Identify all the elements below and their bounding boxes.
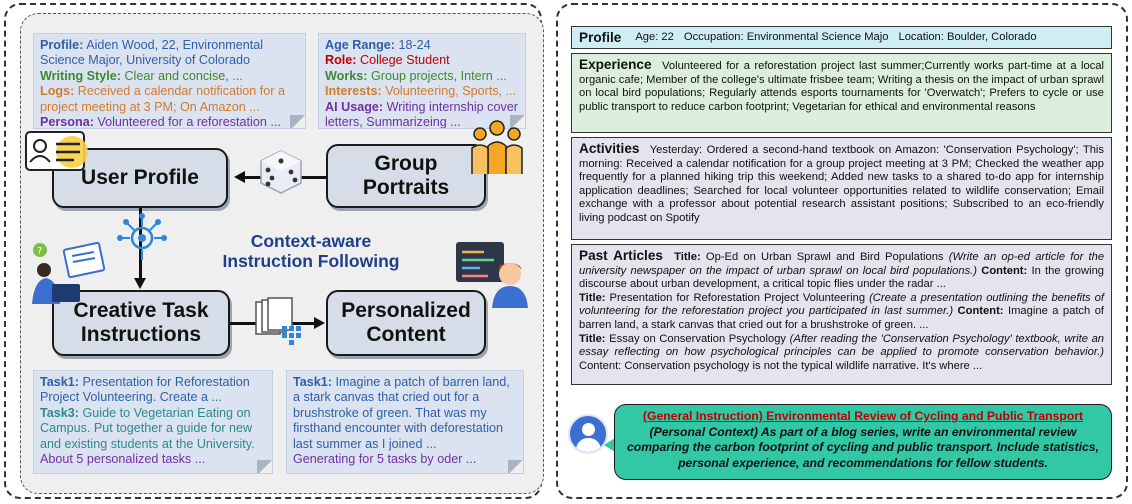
article-title: Essay on Conservation Psychology — [609, 332, 787, 345]
task3-label: Task3: — [40, 405, 79, 420]
experience-heading: Experience — [579, 57, 652, 72]
writing-style-text: Clear and concise, ... — [124, 68, 243, 83]
group-people-icon — [471, 120, 523, 174]
article-content: In the growing discourse about urban dev… — [579, 264, 1105, 291]
arrow-head — [314, 317, 325, 329]
article-title: Presentation for Reforestation Project V… — [609, 291, 866, 304]
creative-task-box: Creative Task Instructions — [52, 290, 230, 356]
experience-text: Volunteered for a reforestation project … — [579, 60, 1105, 113]
profile-note: Profile: Aiden Wood, 22, Environmental S… — [33, 33, 306, 129]
group-portraits-label: Group Portraits — [362, 152, 450, 199]
callout-tail — [604, 438, 615, 452]
article-content: Imagine a patch of barren land, a stark … — [579, 305, 1105, 331]
profile-location: Location: Boulder, Colorado — [898, 30, 1037, 43]
past-articles-section: Past Articles Title: Op-Ed on Urban Spra… — [571, 244, 1112, 385]
article-content: Content: Conservation psychology is not … — [579, 359, 983, 372]
user-profile-label: User Profile — [81, 166, 199, 189]
role-text: College Student — [359, 53, 450, 68]
svg-text:?: ? — [37, 246, 42, 257]
dice-icon — [260, 150, 302, 194]
age-range-text: 18-24 — [398, 38, 431, 52]
profile-text: Aiden Wood, 22, Environmental Science Ma… — [40, 38, 264, 68]
personalized-content-label: Personalized Content — [341, 299, 471, 346]
activities-text: Yesterday: Ordered a second-hand textboo… — [579, 144, 1104, 224]
interests-text: Volunteering, Sports, ... — [385, 84, 517, 99]
ai-usage-text: Writing internship cover letters, Summar… — [325, 99, 518, 129]
task-note-footer: About 5 personalized tasks ... — [40, 452, 206, 467]
article-title: Op-Ed on Urban Sprawl and Bird Populatio… — [705, 251, 944, 263]
instruction-callout: (General Instruction) Environmental Revi… — [614, 404, 1112, 480]
logs-text: Received a calendar notification for a p… — [40, 84, 286, 114]
content-note-footer: Generating for 5 tasks by oder ... — [293, 452, 477, 467]
activities-heading: Activities — [579, 141, 640, 156]
content-task1-label: Task1: — [293, 375, 332, 389]
group-portraits-box: Group Portraits — [326, 144, 486, 208]
ai-usage-label: AI Usage: — [325, 99, 384, 114]
task1-text: Presentation for Reforestation Project V… — [40, 375, 250, 405]
article-content-label: Content: — [981, 264, 1028, 277]
article-content-label: Content: — [957, 305, 1004, 318]
profile-section: Profile Age: 22 Occupation: Environmenta… — [571, 26, 1112, 49]
persona-label: Persona: — [40, 115, 94, 129]
past-articles-heading: Past Articles — [579, 248, 663, 263]
user-avatar-icon — [568, 414, 608, 454]
page-fold — [508, 460, 523, 473]
arrow-head — [134, 278, 146, 289]
writing-style-label: Writing Style: — [40, 68, 121, 83]
experience-section: Experience Volunteered for a reforestati… — [571, 53, 1112, 133]
person-with-laptop-icon: ? — [32, 241, 106, 304]
content-note: Task1: Imagine a patch of barren land, a… — [286, 370, 524, 474]
article-title-label: Title: — [579, 332, 606, 345]
role-label: Role: — [325, 53, 357, 68]
article-prompt: (Write an op-ed article for the universi… — [579, 251, 1105, 277]
developer-at-screen-icon — [456, 242, 528, 308]
arrow-head — [234, 171, 245, 183]
arrow-to-creative-tasks — [139, 208, 142, 278]
age-range-label: Age Range: — [325, 38, 395, 52]
task-note: Task1: Presentation for Reforestation Pr… — [33, 370, 273, 474]
profile-label: Profile: — [40, 38, 84, 52]
page-fold — [510, 115, 525, 128]
logs-label: Logs: — [40, 84, 75, 99]
works-text: Group projects, Intern ... — [370, 68, 507, 83]
id-card-icon — [25, 131, 88, 171]
activities-section: Activities Yesterday: Ordered a second-h… — [571, 137, 1112, 240]
profile-heading: Profile — [579, 29, 622, 45]
brain-network-icon — [117, 213, 167, 260]
article-prompt: (After reading the 'Conservation Psychol… — [579, 332, 1105, 359]
center-title: Context-aware Instruction Following — [222, 231, 400, 271]
personalized-content-box: Personalized Content — [326, 290, 486, 356]
works-label: Works: — [325, 68, 368, 83]
task1-label: Task1: — [40, 375, 79, 389]
article-prompt: (Create a presentation outlining the ben… — [579, 291, 1104, 318]
portrait-note: Age Range: 18-24 Role: College Student W… — [318, 33, 526, 129]
personal-context: (Personal Context) As part of a blog ser… — [627, 424, 1099, 470]
article-title-label: Title: — [579, 291, 606, 304]
documents-stack-icon — [255, 297, 301, 345]
user-profile-box: User Profile — [52, 148, 228, 208]
page-fold — [257, 460, 272, 473]
persona-text: Volunteered for a reforestation ... — [97, 115, 281, 129]
task3-text: Guide to Vegetarian Eating on Campus. Pu… — [40, 405, 255, 451]
profile-occupation: Occupation: Environmental Science Majo — [683, 30, 889, 43]
article-title-label: Title: — [674, 251, 701, 263]
content-task1-text: Imagine a patch of barren land, a stark … — [293, 375, 510, 451]
creative-task-label: Creative Task Instructions — [73, 299, 209, 346]
interests-label: Interests: — [325, 84, 382, 99]
page-fold — [290, 115, 305, 128]
general-instruction: (General Instruction) Environmental Revi… — [642, 409, 1084, 423]
profile-age: Age: 22 — [635, 30, 674, 43]
